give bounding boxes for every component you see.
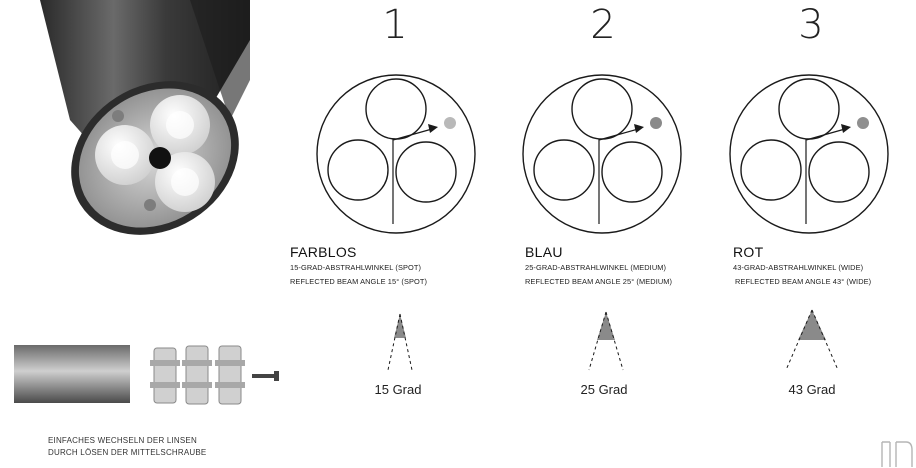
brand-logo: [881, 441, 913, 467]
panel-3-angle-line-2: REFLECTED BEAM ANGLE 43° (WIDE): [735, 277, 872, 286]
panel-2-number: 2: [590, 2, 616, 48]
panel-1-number: 1: [382, 2, 408, 48]
panel-1-beam-cone: [387, 313, 413, 371]
panel-2-lens-diagram: [522, 74, 682, 234]
panel-2-beam-cone: [588, 311, 624, 371]
panel-1-angle-line-2: REFLECTED BEAM ANGLE 15° (SPOT): [290, 277, 428, 286]
panel-2-color-name: BLAU: [525, 244, 563, 260]
caption-line-2: DURCH LÖSEN DER MITTELSCHRAUBE: [48, 448, 207, 457]
panel-2-lens-dot: [650, 117, 662, 129]
panel-1-color-name: FARBLOS: [290, 244, 357, 260]
lens-change-caption: EINFACHES WECHSELN DER LINSEN DURCH LÖSE…: [48, 435, 206, 459]
panel-1-lens-diagram: [316, 74, 476, 234]
lamp-tube-photo: [40, 0, 250, 235]
lens-parts-photo: [14, 345, 279, 405]
panel-3-lens-diagram: [729, 74, 889, 234]
panel-3-angle-line-1: 43-GRAD-ABSTRAHLWINKEL (WIDE): [733, 263, 864, 272]
panel-3-lens-dot: [857, 117, 869, 129]
panel-3-degree-label: 43 Grad: [788, 382, 836, 397]
panel-1-lens-dot: [444, 117, 456, 129]
panel-3-number: 3: [798, 2, 824, 48]
panel-2-angle-line-2: REFLECTED BEAM ANGLE 25° (MEDIUM): [525, 277, 673, 286]
panel-1-angle-line-1: 15-GRAD-ABSTRAHLWINKEL (SPOT): [290, 263, 422, 272]
panel-1-degree-label: 15 Grad: [374, 382, 422, 397]
panel-3-color-name: ROT: [733, 244, 764, 260]
panel-3-beam-cone: [785, 309, 839, 371]
panel-2-angle-line-1: 25-GRAD-ABSTRAHLWINKEL (MEDIUM): [525, 263, 667, 272]
panel-2-degree-label: 25 Grad: [580, 382, 628, 397]
caption-line-1: EINFACHES WECHSELN DER LINSEN: [48, 436, 197, 445]
